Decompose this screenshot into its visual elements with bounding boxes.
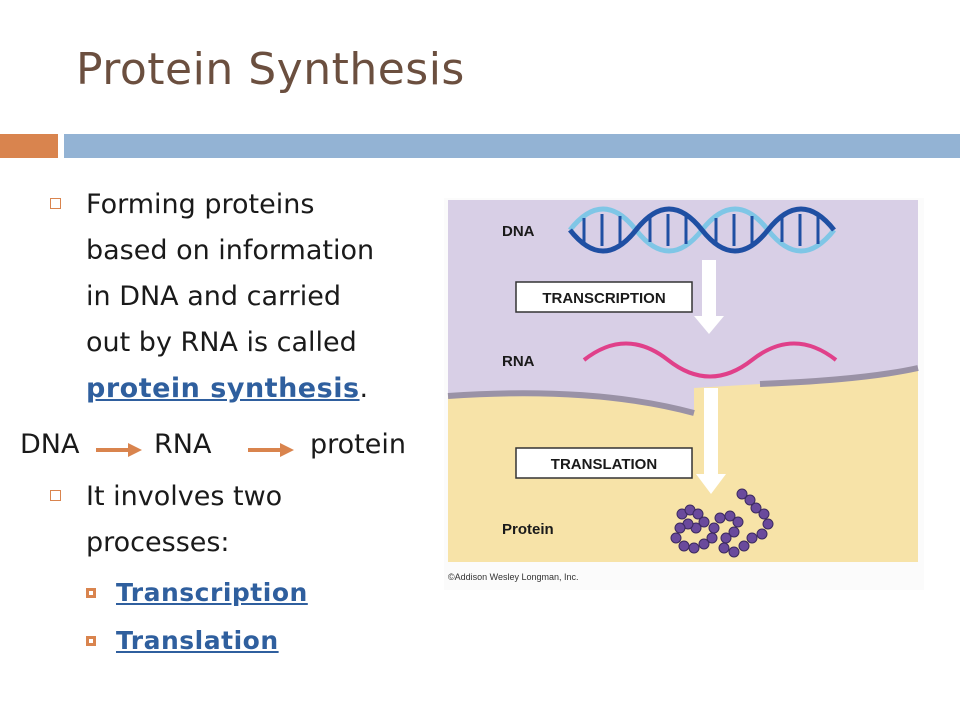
figure-credit: ©Addison Wesley Longman, Inc. xyxy=(448,572,579,582)
transcription-link[interactable]: Transcription xyxy=(116,578,308,607)
down-arrow-icon xyxy=(696,388,726,494)
figure-label-rna: RNA xyxy=(502,353,535,370)
bullet-line: processes: xyxy=(86,527,230,558)
nuclear-membrane-left xyxy=(447,390,695,416)
down-arrow-icon xyxy=(694,260,724,334)
arrow-right-icon xyxy=(248,443,294,457)
accent-bar-blue xyxy=(64,134,960,158)
arrow-right-icon xyxy=(96,443,142,457)
bullet-line: It involves two xyxy=(86,481,283,512)
period: . xyxy=(359,373,369,404)
bullet-line: Forming proteins xyxy=(86,189,315,220)
bullet-square-icon xyxy=(50,198,61,209)
bullet-line: out by RNA is called xyxy=(86,327,357,358)
bullet-line: based on information xyxy=(86,235,375,266)
bullet-square-icon xyxy=(50,490,61,501)
protein-chain-icon xyxy=(670,488,774,558)
page-title: Protein Synthesis xyxy=(76,44,465,95)
protein-synthesis-diagram: DNA TRANSCRIPTION RNA TRANSLATION Protei… xyxy=(444,198,924,590)
protein-synthesis-link[interactable]: protein synthesis xyxy=(86,373,360,404)
dna-helix-icon xyxy=(568,206,836,254)
sub-bullet-icon xyxy=(86,636,96,646)
flow-dna: DNA xyxy=(20,429,80,460)
bullet-item-processes: It involves two processes: xyxy=(50,474,430,566)
sub-bullet-icon xyxy=(86,588,96,598)
accent-bar-orange xyxy=(0,134,58,158)
bullet-line: protein synthesis. xyxy=(86,366,430,412)
translation-label-box xyxy=(515,447,693,479)
bullet-item-definition: Forming proteins based on information in… xyxy=(50,182,430,412)
bullet-line: in DNA and carried xyxy=(86,281,341,312)
transcription-label-box xyxy=(515,281,693,313)
figure-label-transcription: TRANSCRIPTION xyxy=(542,290,665,307)
rna-strand-icon xyxy=(582,341,838,379)
figure-label-translation: TRANSLATION xyxy=(551,456,657,473)
translation-link[interactable]: Translation xyxy=(116,626,279,655)
figure-label-dna: DNA xyxy=(502,223,535,240)
flow-protein: protein xyxy=(310,429,406,460)
flow-rna: RNA xyxy=(154,429,212,460)
bullet-list-processes: It involves two processes: xyxy=(50,474,430,566)
nuclear-membrane-right xyxy=(759,365,919,387)
figure-label-protein: Protein xyxy=(502,521,554,538)
bullet-list: Forming proteins based on information in… xyxy=(50,182,430,412)
